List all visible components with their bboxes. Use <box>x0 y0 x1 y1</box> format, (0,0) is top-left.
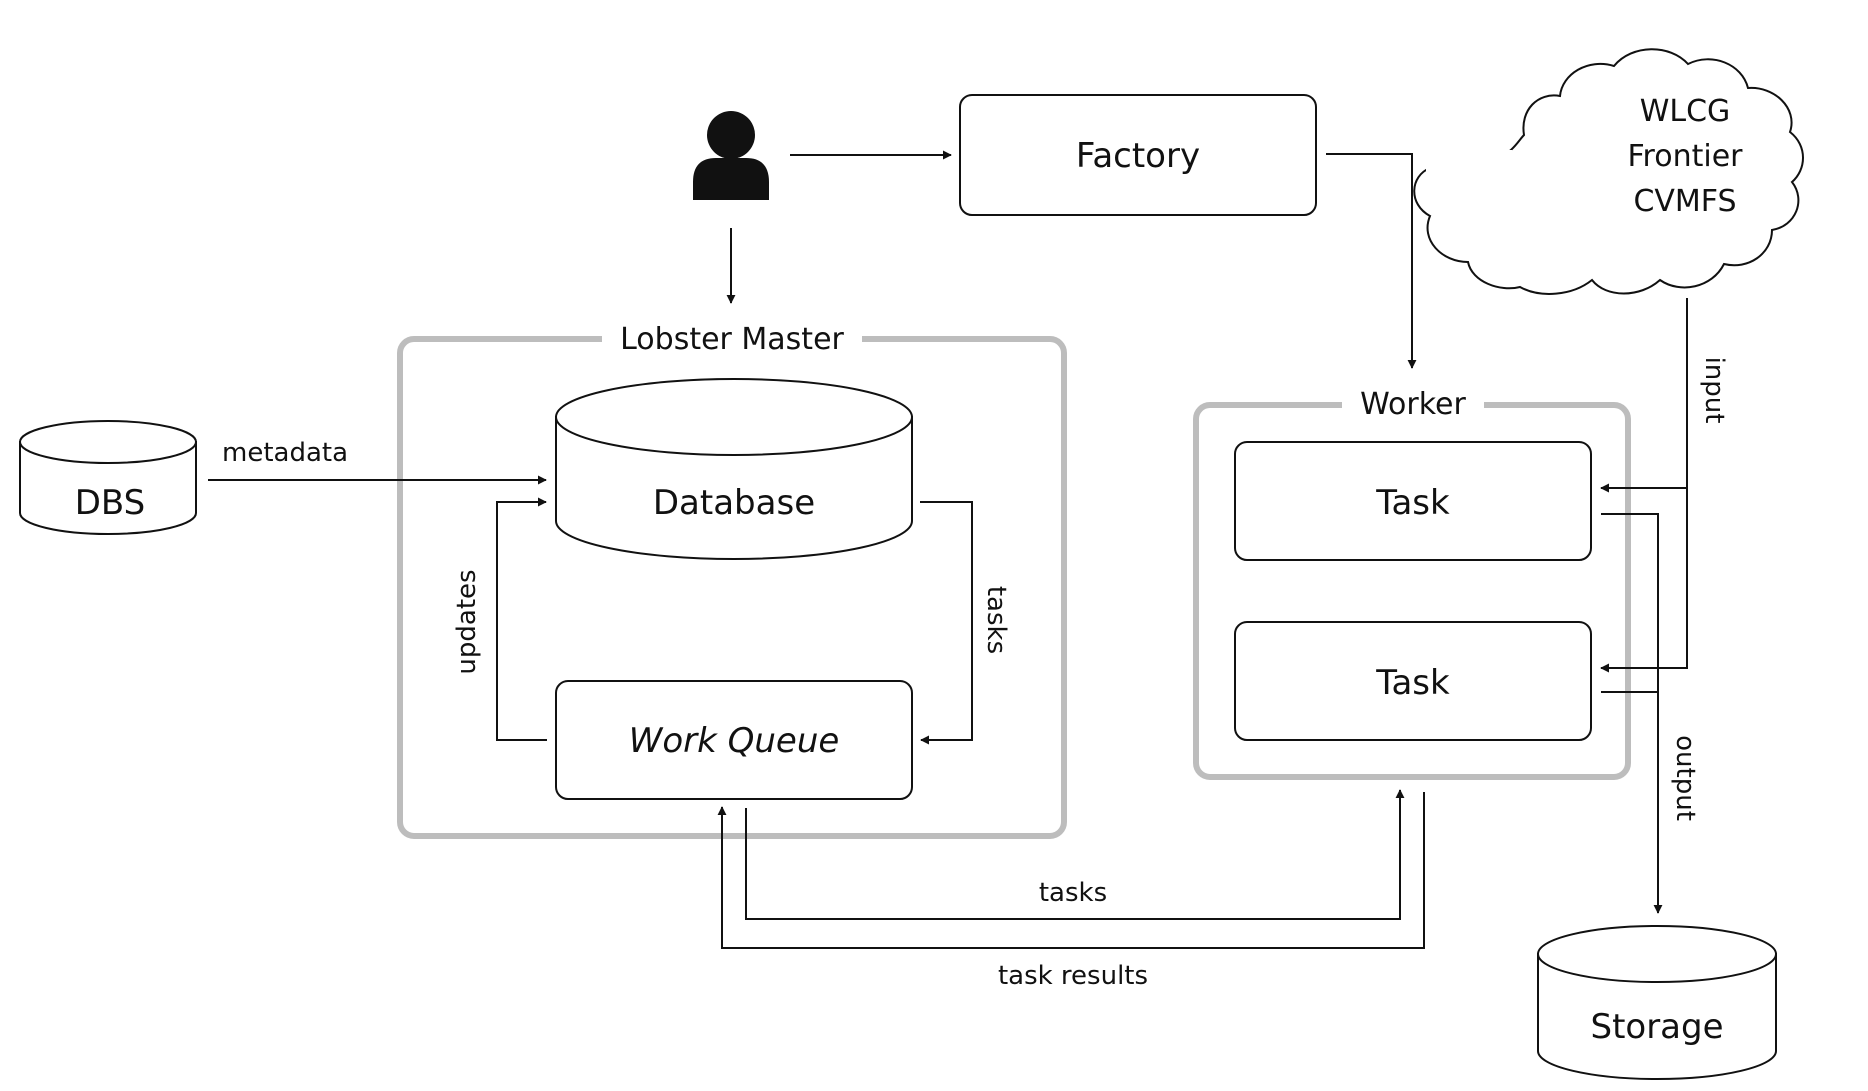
lobster-master-label: Lobster Master <box>620 322 844 357</box>
edge-input-task-1 <box>1600 298 1688 493</box>
updates-label: updates <box>452 569 482 674</box>
storage-label: Storage <box>1590 1007 1723 1047</box>
cloud-line-2: Frontier <box>1627 139 1743 174</box>
task-1-label: Task <box>1375 483 1450 523</box>
edge-output-task-1 <box>1601 513 1659 692</box>
storage-cylinder: Storage <box>1537 925 1777 1080</box>
input-label: input <box>1699 357 1729 424</box>
edge-input-task-2 <box>1600 488 1688 673</box>
tasks-to-worker-label: tasks <box>1039 878 1107 908</box>
cloud-line-1: WLCG <box>1640 94 1731 129</box>
task-2-label: Task <box>1375 663 1450 703</box>
edge-db-to-queue <box>920 501 973 745</box>
worker-label: Worker <box>1360 387 1466 422</box>
metadata-label: metadata <box>222 438 348 468</box>
task-box-1: Task <box>1234 441 1592 561</box>
tasks-internal-label: tasks <box>981 586 1011 654</box>
factory-box: Factory <box>959 94 1317 216</box>
task-results-label: task results <box>998 961 1148 991</box>
dbs-cylinder: DBS <box>19 420 197 535</box>
edge-output-storage <box>1601 691 1663 914</box>
edge-updates <box>496 497 547 741</box>
cloud-icon: WLCG Frontier CVMFS <box>1413 48 1804 295</box>
work-queue-label: Work Queue <box>629 721 840 761</box>
lobster-master-group: Lobster Master <box>397 318 1067 839</box>
edge-factory-worker <box>1326 153 1417 369</box>
database-cylinder: Database <box>555 378 913 560</box>
edge-queue-to-worker <box>745 789 1405 920</box>
task-box-2: Task <box>1234 621 1592 741</box>
output-label: output <box>1670 735 1700 821</box>
user-icon <box>693 111 769 200</box>
work-queue-box: Work Queue <box>555 680 913 800</box>
edges: metadata updates tasks tasks task result… <box>208 150 1729 991</box>
factory-label: Factory <box>1076 136 1200 176</box>
dbs-label: DBS <box>75 483 146 523</box>
edge-worker-to-queue <box>717 792 1425 949</box>
cloud-line-3: CVMFS <box>1633 184 1736 219</box>
database-label: Database <box>653 483 815 523</box>
worker-group: Worker <box>1193 384 1631 780</box>
